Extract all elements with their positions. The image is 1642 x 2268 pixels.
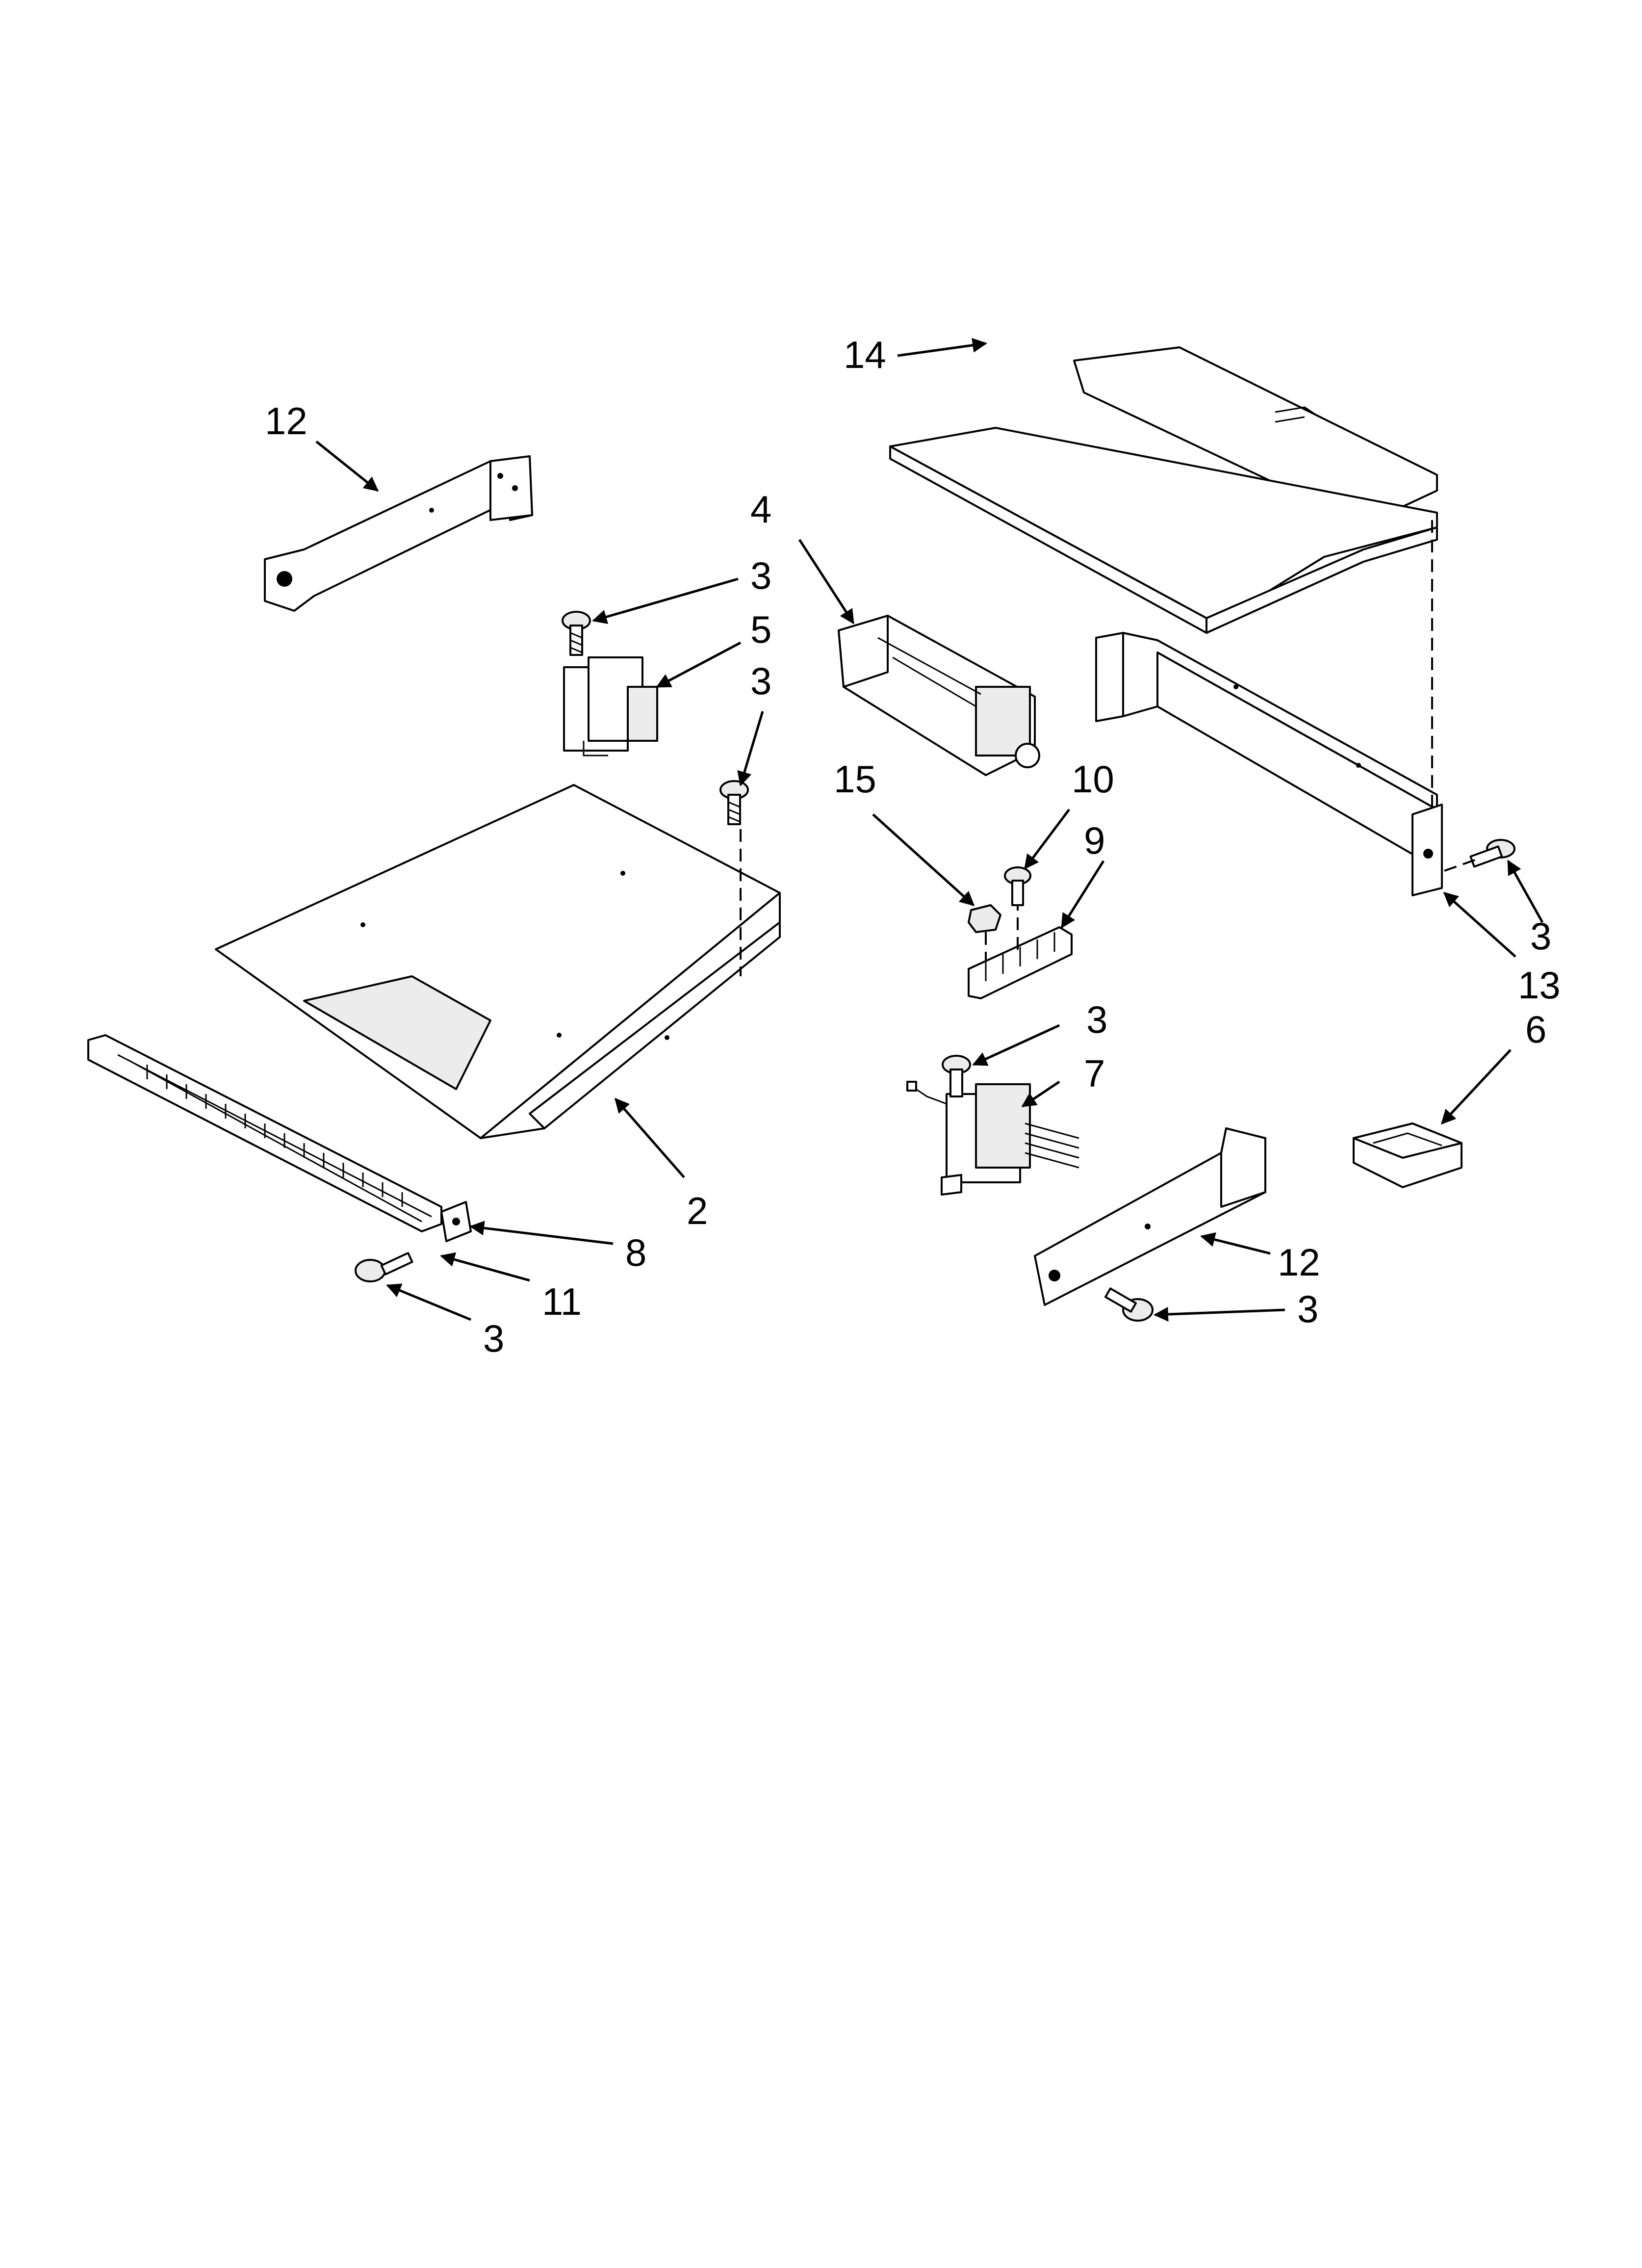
callout-5: 5 <box>750 608 771 651</box>
callout-8: 8 <box>625 1231 646 1274</box>
part-11-rail <box>87 1034 442 1232</box>
screw-3-bottom-right <box>1104 1287 1154 1322</box>
part-9-terminal-block <box>968 926 1073 999</box>
part-13-side-channel <box>1095 632 1443 896</box>
callout-3-bottom-right: 3 <box>1297 1287 1318 1330</box>
callout-12-bottom: 12 <box>1278 1241 1320 1284</box>
part-12-bottom-bracket <box>1034 1127 1266 1306</box>
callout-6: 6 <box>1525 1008 1546 1051</box>
callout-3-a: 3 <box>750 554 771 597</box>
callout-3-b: 3 <box>750 659 771 703</box>
part-5-relay <box>563 656 658 756</box>
screw-3-b <box>719 780 749 825</box>
callout-4: 4 <box>750 488 771 531</box>
callout-3-right: 3 <box>1530 914 1551 958</box>
part-7-transformer <box>906 1081 1079 1196</box>
screw-10 <box>1004 866 1031 906</box>
screw-3-right <box>1469 839 1515 868</box>
part-15-nut <box>968 904 1001 933</box>
part-2-shelf <box>215 784 781 1139</box>
screw-3-a <box>562 611 591 656</box>
screw-3-bottom-left <box>355 1252 413 1282</box>
part-12-top-bracket <box>264 455 533 612</box>
alignment-line-3-13 <box>1444 859 1477 872</box>
callout-13: 13 <box>1518 964 1561 1007</box>
callout-11: 11 <box>542 1280 582 1323</box>
callout-3-c: 3 <box>1086 998 1107 1041</box>
part-4-control-module <box>838 615 1040 776</box>
callout-14: 14 <box>844 333 886 376</box>
callout-7: 7 <box>1084 1052 1105 1095</box>
callout-12-top: 12 <box>265 399 308 443</box>
callout-2: 2 <box>687 1189 708 1232</box>
part-8-clip <box>440 1201 472 1242</box>
callout-3-bottom-left: 3 <box>483 1317 504 1360</box>
callout-9: 9 <box>1084 819 1105 862</box>
leader-lines <box>315 338 1544 1322</box>
part-6-box <box>1353 1122 1462 1188</box>
part-14-top-panel <box>889 346 1438 634</box>
screw-3-c <box>942 1055 971 1097</box>
callout-10: 10 <box>1072 757 1114 801</box>
callout-15: 15 <box>834 757 876 801</box>
